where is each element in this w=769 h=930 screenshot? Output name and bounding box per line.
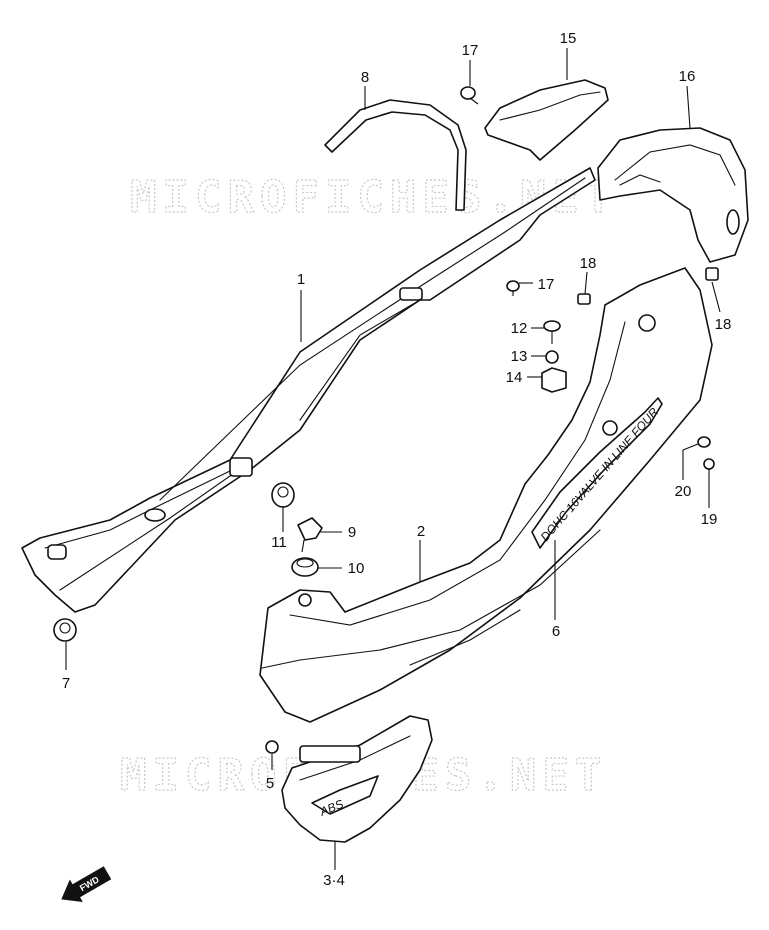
callout-19: 19 (701, 511, 718, 528)
part-10-cushion (291, 557, 319, 577)
part-14-cushion (541, 367, 567, 393)
callout-17-top: 17 (462, 42, 479, 59)
part-8-strip (324, 99, 467, 211)
part-3-4-side-cover: ABS (281, 715, 433, 843)
callout-3-4: 3·4 (323, 872, 345, 889)
part-20-washer (697, 436, 711, 448)
callouts: 1 2 3·4 5 6 7 8 9 10 11 12 13 14 15 16 1… (62, 30, 732, 889)
part-2-seat-tail-cover (259, 267, 713, 723)
callout-14: 14 (506, 369, 523, 386)
callout-15: 15 (560, 30, 577, 47)
callout-8: 8 (361, 69, 369, 86)
callout-20: 20 (675, 483, 692, 500)
callout-5: 5 (266, 775, 274, 792)
fwd-direction-arrow: FWD (61, 866, 112, 903)
part-16-rear-cover (597, 127, 749, 263)
callout-2: 2 (417, 523, 425, 540)
part-17-screw-top (460, 86, 479, 105)
part-18-nut-mid (577, 293, 591, 305)
callout-12: 12 (511, 320, 528, 337)
part-7-grommet (53, 618, 77, 642)
callout-18-mid: 18 (580, 255, 597, 272)
part-15-tail-cover (484, 79, 609, 161)
part-18-nut-right (705, 267, 719, 281)
callout-7: 7 (62, 675, 70, 692)
part-17-screw-mid (506, 280, 520, 296)
part-19-screw (703, 458, 715, 476)
callout-10: 10 (348, 560, 365, 577)
callout-13: 13 (511, 348, 528, 365)
callout-18-right: 18 (715, 316, 732, 333)
part-9-clip (297, 517, 323, 553)
callout-16: 16 (679, 68, 696, 85)
callout-1: 1 (297, 271, 305, 288)
callout-6: 6 (552, 623, 560, 640)
part-11-grommet (271, 482, 295, 508)
part-1-grommet (47, 544, 67, 560)
callout-11: 11 (271, 534, 287, 551)
callout-9: 9 (348, 524, 356, 541)
part-1-frame-cover (21, 167, 596, 613)
part-13-washer (545, 350, 559, 364)
callout-17-mid: 17 (538, 276, 555, 293)
part-12-bolt (543, 320, 561, 344)
leader-lines (65, 48, 721, 870)
part-5-nut (265, 740, 279, 754)
